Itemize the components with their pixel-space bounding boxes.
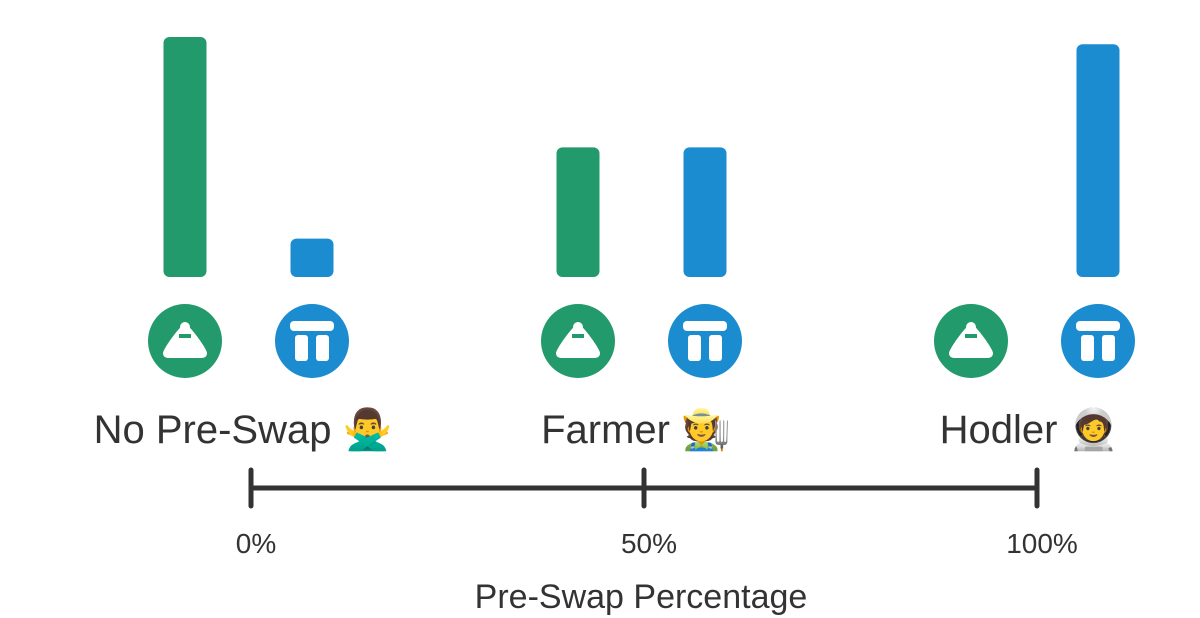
group-labels-layer: No Pre-Swap 🙅‍♂️ Farmer 🧑‍🌾 Hodler 🧑‍🚀 xyxy=(94,406,1119,452)
group-name: Farmer xyxy=(541,408,681,452)
green-triangle-token-icon-0 xyxy=(148,304,222,378)
group-name: Hodler xyxy=(940,408,1069,452)
x-axis-label: Pre-Swap Percentage xyxy=(475,578,808,616)
percentage-axis xyxy=(248,467,1040,509)
blue-pillar-token-icon-0 xyxy=(275,304,349,378)
blue-pillar-token-icon-1 xyxy=(668,304,742,378)
bar-farmer-0 xyxy=(556,147,600,277)
tick-label-1: 50% xyxy=(621,528,677,559)
bar-no-pre-swap-1 xyxy=(290,238,334,277)
bars-layer xyxy=(163,37,1120,278)
group-emoji-icon: 🧑‍🌾 xyxy=(679,408,731,452)
tick-label-0: 0% xyxy=(236,528,276,559)
green-triangle-token-icon-1 xyxy=(541,304,615,378)
bar-farmer-1 xyxy=(683,147,727,277)
group-emoji-icon: 🙅‍♂️ xyxy=(343,406,393,452)
green-triangle-token-icon-2 xyxy=(934,304,1008,378)
bar-no-pre-swap-0 xyxy=(163,37,207,277)
token-icons-layer xyxy=(148,304,1135,378)
group-label-1: Farmer 🧑‍🌾 xyxy=(541,408,731,452)
tick-labels-layer: 0% 50% 100% xyxy=(236,528,1078,559)
bar-hodler-1 xyxy=(1076,44,1120,278)
tick-label-2: 100% xyxy=(1006,528,1078,559)
group-label-0: No Pre-Swap 🙅‍♂️ xyxy=(94,406,393,452)
group-emoji-icon: 🧑‍🚀 xyxy=(1069,406,1119,452)
blue-pillar-token-icon-2 xyxy=(1061,304,1135,378)
group-label-2: Hodler 🧑‍🚀 xyxy=(940,406,1119,452)
group-name: No Pre-Swap xyxy=(94,408,343,452)
